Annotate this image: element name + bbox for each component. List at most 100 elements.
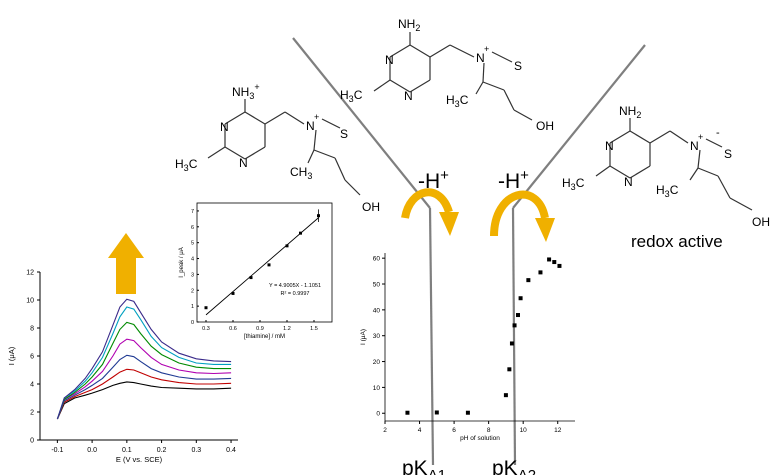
svg-text:OH: OH: [362, 200, 380, 214]
ph-data-point: [434, 410, 439, 415]
pka1-label: pKA1: [402, 457, 446, 475]
ph-y-axis-label: I (μA): [360, 329, 367, 345]
ph-y-tick-label: 50: [373, 282, 381, 289]
svg-text:H3C: H3C: [656, 183, 679, 199]
pka-funnel-lines: [292, 37, 646, 466]
svg-text:+: +: [314, 112, 319, 122]
cv-x-tick-label: 0.4: [226, 447, 236, 454]
inset-y-tick-label: 5: [191, 241, 194, 247]
funnel-right-arm: [512, 44, 646, 209]
curved-arrow-left: [401, 188, 459, 236]
svg-text:OH: OH: [752, 215, 770, 229]
ph-data-point: [552, 260, 557, 265]
cv-y-tick-label: 0: [30, 438, 34, 445]
ph-data-point: [557, 263, 562, 268]
ph-data-point: [538, 270, 543, 275]
inset-y-tick-label: 3: [191, 272, 194, 278]
svg-text:+: +: [484, 44, 489, 54]
redox-active-label: redox active: [631, 232, 723, 251]
curved-arrow-right: [490, 190, 555, 242]
svg-text:H3C: H3C: [340, 88, 363, 104]
ph-x-tick-label: 12: [554, 427, 562, 434]
inset-data-point: [204, 306, 208, 310]
ph-y-tick-label: 40: [373, 307, 381, 314]
molecule-top-labels: NH2 N N H3C N + S H3C OH: [340, 17, 554, 133]
inset-frame: [196, 202, 333, 323]
deprotonation-label-right: -H+: [498, 167, 529, 193]
cv-series-line: [56, 354, 232, 420]
ph-x-axis-label: pH of solution: [460, 435, 500, 442]
cv-y-tick-label: 12: [26, 270, 34, 277]
increase-arrow-head: [108, 233, 144, 258]
curved-arrow-right-head: [535, 218, 555, 242]
inset-y-axis-label: I_peak / μA: [179, 247, 185, 277]
inset-data-point: [267, 263, 271, 267]
ph-data-point: [509, 341, 514, 346]
ph-data-point: [503, 393, 508, 398]
svg-text:N: N: [220, 120, 229, 134]
ph-x-tick-label: 4: [418, 427, 422, 434]
cv-x-tick-label: 0.3: [191, 447, 201, 454]
svg-text:N: N: [476, 51, 485, 65]
svg-text:N: N: [404, 89, 413, 103]
cv-series-line: [56, 298, 232, 420]
funnel-left-drop: [428, 207, 435, 466]
cv-x-axis-label: E (V vs. SCE): [116, 455, 163, 464]
inset-x-tick-label: 0.6: [229, 326, 237, 332]
molecule-right: [595, 118, 753, 211]
svg-text:H3C: H3C: [175, 157, 198, 173]
svg-text:S: S: [340, 127, 348, 141]
cv-y-axis-label: I (μA): [7, 346, 16, 365]
ph-y-tick-label: 30: [373, 333, 381, 340]
ph-x-tick-label: 2: [383, 427, 387, 434]
svg-text:NH2: NH2: [619, 104, 641, 120]
cv-x-tick-label: -0.1: [51, 447, 63, 454]
inset-data-point: [231, 291, 235, 295]
cv-x-tick-label: 0.1: [122, 447, 132, 454]
cv-series-line: [56, 321, 232, 420]
ph-y-tick-label: 20: [373, 359, 381, 366]
ph-data-point: [518, 296, 523, 301]
inset-x-tick-label: 1.2: [283, 326, 291, 332]
svg-text:N: N: [239, 156, 248, 170]
ph-data-point: [512, 323, 517, 328]
svg-text:H3C: H3C: [562, 176, 585, 192]
cv-x-tick-label: 0.0: [87, 447, 97, 454]
molecule-top: [373, 32, 533, 121]
inset-y-tick-label: 0: [191, 320, 194, 326]
svg-text:+: +: [698, 132, 703, 142]
svg-text:N: N: [306, 119, 315, 133]
svg-text:N: N: [605, 139, 614, 153]
cv-series-line: [56, 368, 232, 420]
increase-arrow: [108, 233, 144, 294]
cv-y-tick-label: 4: [30, 382, 34, 389]
svg-text:S: S: [724, 147, 732, 161]
molecule-right-labels: NH2 N N H3C N + - S H3C OH: [562, 104, 770, 229]
ph-data-point: [465, 410, 470, 415]
cv-series-line: [56, 381, 232, 420]
svg-text:NH2: NH2: [398, 17, 420, 33]
molecule-left-labels: NH3+ N N H3C N + S CH3 OH: [175, 82, 380, 214]
deprotonation-label-left: -H+: [418, 167, 449, 193]
increase-arrow-shaft: [116, 252, 136, 294]
curved-arrow-left-head: [439, 212, 459, 236]
inset-data-point: [249, 276, 253, 280]
svg-text:OH: OH: [536, 119, 554, 133]
molecule-left: [207, 99, 361, 196]
svg-text:NH3+: NH3+: [232, 82, 260, 101]
cv-y-tick-label: 2: [30, 410, 34, 417]
inset-y-tick-label: 2: [191, 288, 194, 294]
svg-text:N: N: [385, 53, 394, 67]
inset-x-tick-label: 0.3: [202, 326, 210, 332]
cv-series-line: [56, 338, 232, 420]
ph-y-tick-label: 10: [373, 385, 381, 392]
inset-data-point: [285, 244, 289, 248]
ph-x-tick-label: 10: [520, 427, 528, 434]
inset-annotation: Y = 4.9005X - 1.1051: [269, 283, 321, 289]
svg-text:S: S: [514, 59, 522, 73]
ph-data-point: [516, 313, 520, 318]
cv-x-tick-label: 0.2: [157, 447, 167, 454]
